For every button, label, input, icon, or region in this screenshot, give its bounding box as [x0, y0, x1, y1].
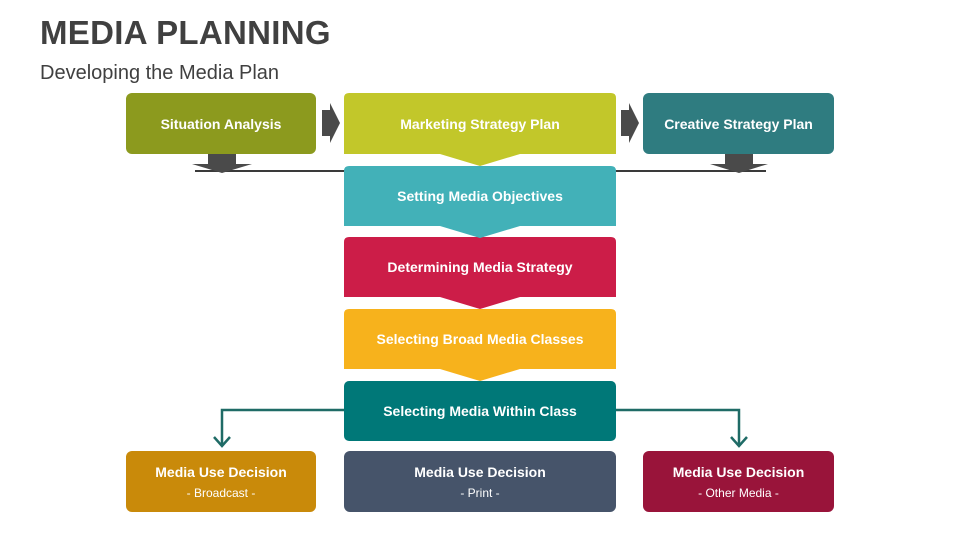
situation-analysis-label: Situation Analysis — [126, 93, 316, 154]
decision-broadcast-title: Media Use Decision — [155, 463, 287, 480]
box-broadcast — [126, 451, 316, 512]
decision-print: Media Use Decision - Print - — [344, 451, 616, 512]
box-creative — [643, 93, 834, 154]
decision-other-sub: - Other Media - — [698, 485, 779, 500]
creative-strategy-label: Creative Strategy Plan — [643, 93, 834, 154]
right-arrow-1 — [322, 103, 340, 143]
box-other — [643, 451, 834, 512]
branch-right — [616, 408, 741, 445]
media-within-class-text: Selecting Media Within Class — [383, 403, 577, 419]
box-print — [344, 451, 616, 512]
branch-right-head — [730, 436, 748, 448]
situation-analysis-text: Situation Analysis — [160, 115, 282, 132]
media-objectives-text: Setting Media Objectives — [397, 188, 563, 204]
decision-other-media: Media Use Decision - Other Media - — [643, 451, 834, 512]
right-arrow-2 — [621, 103, 639, 143]
box-within — [344, 381, 616, 441]
box-classes — [344, 309, 616, 381]
branch-left-head — [213, 436, 231, 448]
media-strategy-text: Determining Media Strategy — [387, 259, 573, 275]
decision-print-title: Media Use Decision — [414, 463, 546, 480]
media-within-class-label: Selecting Media Within Class — [344, 381, 616, 441]
broad-media-classes-text: Selecting Broad Media Classes — [376, 331, 584, 347]
media-objectives-label: Setting Media Objectives — [344, 166, 616, 226]
marketing-strategy-text: Marketing Strategy Plan — [400, 115, 560, 132]
down-arrow-creative — [710, 154, 768, 173]
box-strategy — [344, 237, 616, 309]
marketing-strategy-label: Marketing Strategy Plan — [344, 93, 616, 154]
page-subtitle: Developing the Media Plan — [40, 62, 280, 84]
box-marketing — [344, 93, 616, 166]
page-title: MEDIA PLANNING — [40, 14, 331, 51]
branch-left — [220, 408, 344, 445]
down-arrow-situation — [192, 154, 252, 173]
creative-strategy-text: Creative Strategy Plan — [664, 115, 813, 132]
decision-broadcast: Media Use Decision - Broadcast - — [126, 451, 316, 512]
decision-other-title: Media Use Decision — [672, 463, 805, 480]
decision-broadcast-sub: - Broadcast - — [186, 485, 256, 500]
decision-print-sub: - Print - — [460, 485, 500, 500]
box-objectives — [344, 166, 616, 238]
media-strategy-label: Determining Media Strategy — [344, 237, 616, 297]
box-situation — [126, 93, 316, 154]
broad-media-classes-label: Selecting Broad Media Classes — [344, 309, 616, 369]
